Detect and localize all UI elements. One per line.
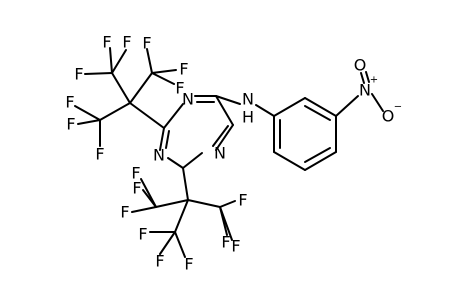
atom-F: F: [231, 237, 240, 256]
atom-F: F: [138, 225, 147, 244]
bond: [215, 95, 241, 105]
amine-N-label: N: [242, 90, 254, 109]
lower-tris-trifluoromethyl-group: [131, 167, 236, 258]
triazine-ring: [159, 95, 234, 169]
bond: [109, 47, 113, 74]
bond: [167, 157, 184, 169]
bond: [182, 167, 189, 201]
atom-F: F: [120, 203, 129, 222]
atom-F: F: [74, 65, 83, 84]
bond: [335, 95, 359, 117]
atom-F: F: [155, 252, 164, 271]
bond: [215, 124, 234, 151]
bond: [273, 97, 306, 117]
bond: [131, 206, 157, 213]
bond: [219, 206, 233, 241]
atom-N-triazine-right: N: [214, 144, 226, 163]
bond: [129, 72, 153, 104]
atom-F: F: [221, 233, 230, 252]
amine-linker: [215, 95, 275, 117]
atom-F: F: [66, 115, 75, 134]
bond: [146, 48, 153, 74]
bond: [174, 231, 186, 258]
bond: [182, 152, 203, 169]
bond: [74, 105, 101, 121]
atom-F: F: [122, 33, 131, 52]
bond: [151, 72, 175, 85]
atom-F: F: [238, 191, 247, 210]
bond: [273, 151, 306, 171]
bond: [360, 72, 365, 84]
bond: [304, 147, 331, 163]
bond: [219, 200, 236, 208]
bond: [304, 105, 331, 121]
upper-tris-trifluoromethyl-group: [74, 47, 177, 147]
bond: [365, 71, 370, 83]
bond: [371, 93, 384, 112]
atom-F: F: [131, 164, 140, 183]
bond: [129, 102, 165, 129]
bond: [163, 103, 184, 129]
bond: [99, 102, 131, 121]
atom-N-triazine-top: N: [182, 90, 194, 109]
bond: [84, 72, 113, 75]
atom-F: F: [65, 93, 74, 112]
atom-labels: N N N N H N + O O − F F F F F F F F F F …: [65, 33, 402, 274]
atom-F: F: [179, 60, 188, 79]
bond: [155, 199, 189, 208]
bond: [174, 199, 189, 233]
nitro-group: [335, 71, 384, 117]
bond: [159, 127, 165, 151]
bond: [77, 119, 101, 125]
nitro-O-label-bottom: O: [382, 107, 395, 126]
bond: [111, 72, 131, 104]
bond: [187, 199, 221, 208]
nitro-O-minus-charge: −: [394, 102, 402, 113]
bond: [255, 104, 275, 117]
atom-F: F: [184, 255, 193, 274]
nitro-O-label-top: O: [354, 56, 367, 75]
bond: [159, 231, 176, 255]
bond: [165, 130, 170, 149]
bond: [151, 69, 177, 74]
nitrophenyl-ring: [273, 97, 337, 171]
bond: [212, 125, 229, 147]
atom-F: F: [175, 79, 184, 98]
bond: [304, 97, 337, 117]
atom-F: F: [102, 33, 111, 52]
bond: [142, 189, 157, 208]
bond: [111, 49, 127, 74]
amine-H-label: H: [242, 108, 254, 127]
nitro-N-label: N: [359, 81, 371, 100]
nitro-N-plus-charge: +: [370, 75, 378, 86]
atom-F: F: [142, 34, 151, 53]
atom-F: F: [132, 179, 141, 198]
atom-F: F: [95, 145, 104, 164]
bond: [215, 95, 234, 126]
bond: [304, 151, 337, 171]
atom-N-triazine-left: N: [153, 146, 165, 165]
